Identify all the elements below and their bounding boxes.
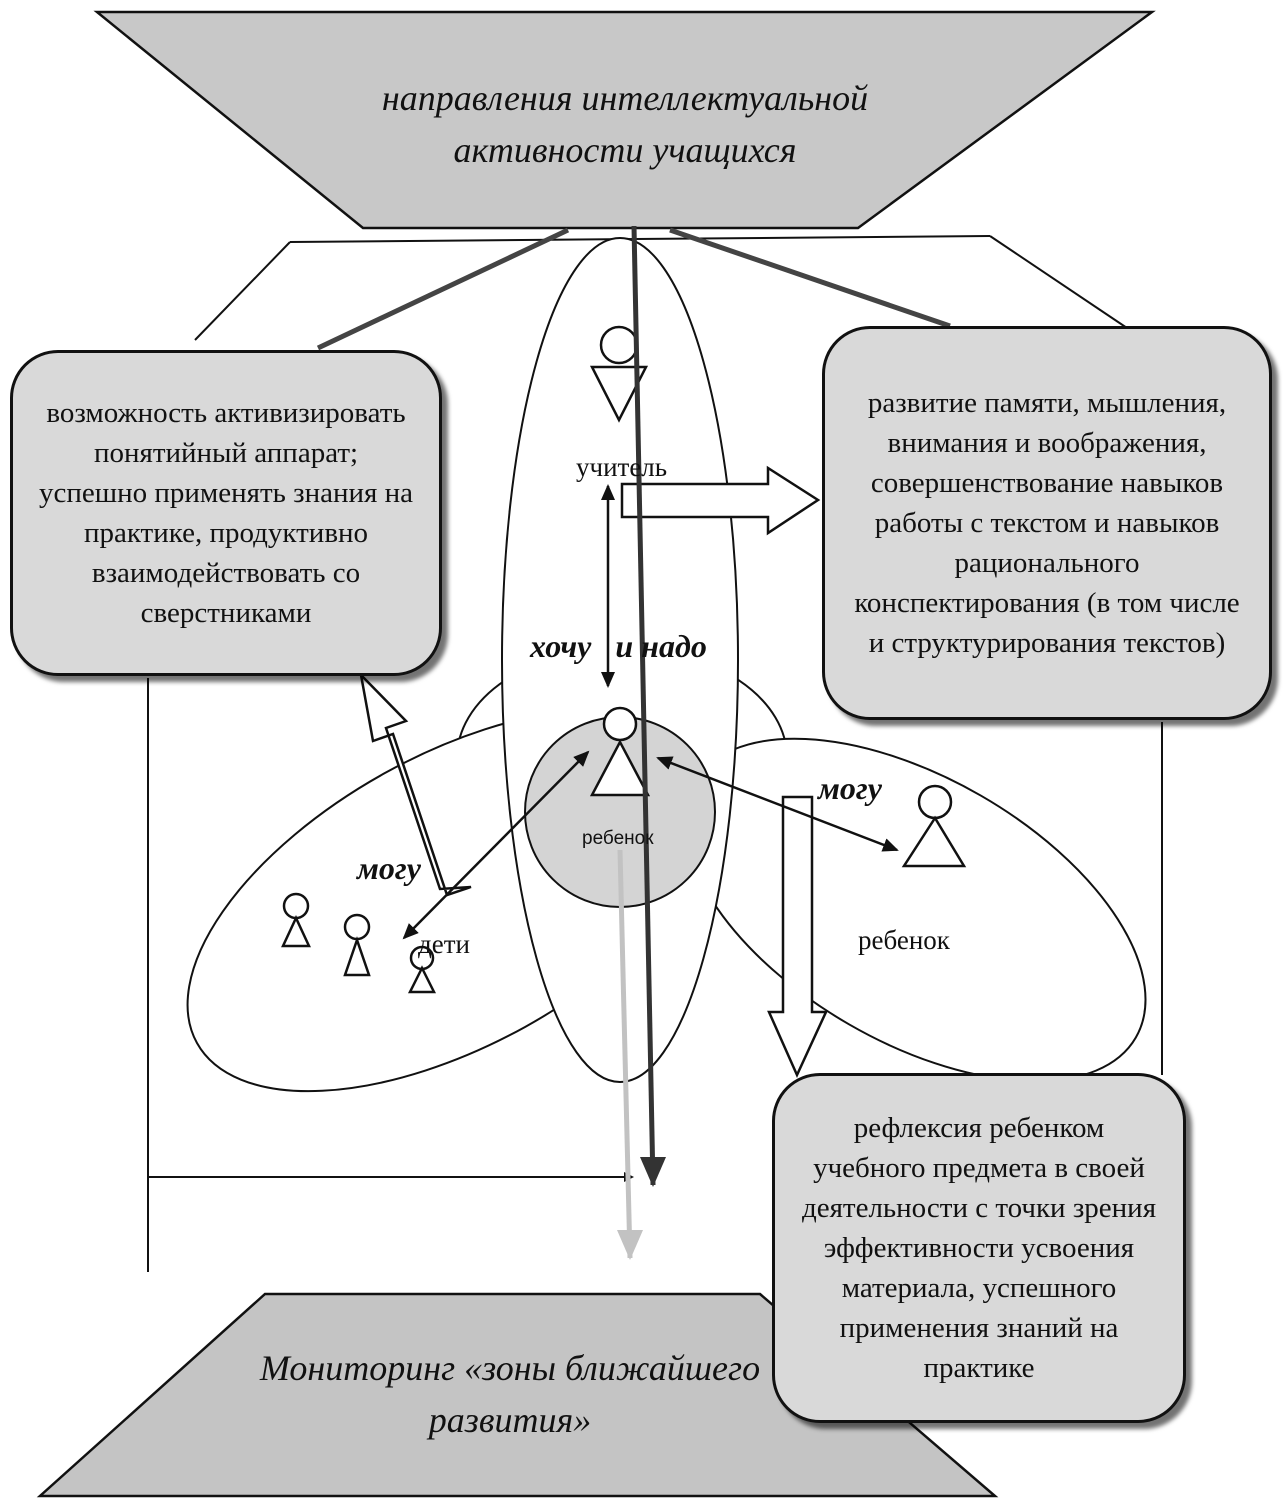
hollow-arrow-to-right-box <box>620 465 821 536</box>
children-label: дети <box>418 929 470 959</box>
top-trapezoid <box>93 10 1156 230</box>
want-need-label: хочу и надо <box>530 628 707 664</box>
right-box-text: развитие памяти, мышления, внимания и во… <box>854 387 1240 659</box>
children-figures-icon <box>281 892 437 994</box>
left-box-text: возможность активизировать понятийный ап… <box>39 397 413 629</box>
left-box: возможность активизировать понятийный ап… <box>10 350 442 676</box>
top-title: направления интеллектуальной активности … <box>381 78 869 170</box>
child-center-label: ребенок <box>582 828 654 849</box>
child-right-figure-icon <box>901 784 967 868</box>
bottom-right-box-text: рефлексия ребенком учебного предмета в с… <box>801 1112 1157 1384</box>
teacher-figure-icon <box>589 325 649 423</box>
can-left-label: могу <box>357 850 421 886</box>
relation-arrows <box>402 484 899 940</box>
child-right-label: ребенок <box>858 925 950 955</box>
bottom-trapezoid <box>36 1292 999 1498</box>
light-vertical-arrow <box>617 849 643 1260</box>
teacher-label: учитель <box>576 452 668 482</box>
frame-lines <box>147 235 1163 1272</box>
direction-lines <box>316 227 951 351</box>
bottom-title: Мониторинг «зоны ближайшего развития» <box>259 1348 761 1440</box>
bottom-right-box: рефлексия ребенком учебного предмета в с… <box>772 1073 1186 1423</box>
dark-vertical-arrow <box>631 225 666 1187</box>
child-center-figure-icon <box>589 706 651 797</box>
can-right-label: могу <box>818 770 882 806</box>
right-box: развитие памяти, мышления, внимания и во… <box>822 326 1272 720</box>
